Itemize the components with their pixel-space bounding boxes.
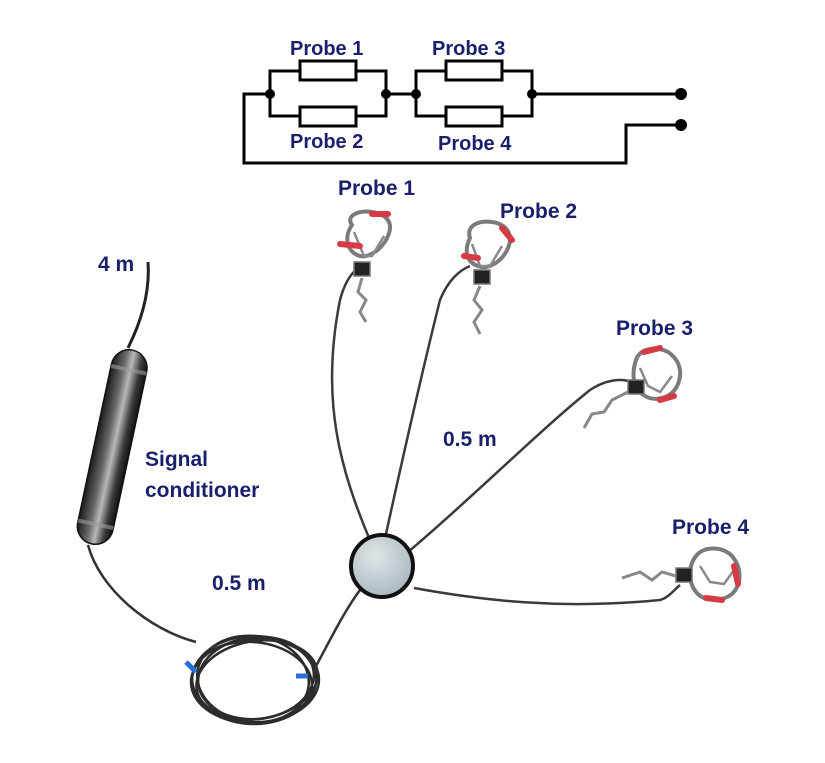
label-probe-4: Probe 4 (672, 516, 749, 539)
label-cable-branch-length: 0.5 m (443, 428, 497, 451)
label-cable-coil-length: 0.5 m (212, 572, 266, 595)
schematic-pair-left-top (268, 69, 388, 94)
branch-cable-probe-2 (382, 264, 471, 544)
signal-conditioner (76, 349, 148, 546)
label-probe-3: Probe 3 (616, 317, 693, 340)
probe-4-sensor (621, 546, 742, 603)
coil-tie (184, 660, 198, 674)
schematic-label-probe-2: Probe 2 (290, 131, 363, 153)
node-dot (381, 89, 391, 99)
label-conditioner-line2: conditioner (145, 479, 259, 502)
cable-coil (189, 634, 321, 726)
resistor-probe-3 (444, 59, 504, 82)
branch-cable-probe-3 (407, 378, 633, 553)
cable-coil-to-hub (312, 589, 362, 671)
schematic-label-probe-3: Probe 3 (432, 38, 505, 60)
node-dot (265, 89, 275, 99)
coil-markers (184, 660, 308, 679)
schematic-pair-right-bottom (414, 94, 534, 118)
resistor-probe-4 (444, 105, 504, 128)
terminal-dot (675, 119, 687, 131)
probe-2-sensor (461, 219, 515, 335)
terminal-dot (675, 88, 687, 100)
branch-cable-probe-4 (413, 584, 681, 606)
label-cable-main-length: 4 m (98, 253, 134, 276)
schematic-pair-right-top (414, 69, 534, 94)
cable-hub (349, 533, 415, 599)
schematic (242, 59, 680, 165)
resistor-probe-2 (298, 105, 358, 128)
cable-conditioner-to-coil (86, 544, 197, 644)
schematic-nodes (265, 88, 687, 131)
branch-cables (330, 264, 681, 606)
node-dot (411, 89, 421, 99)
label-probe-1: Probe 1 (338, 177, 415, 200)
probe-3-sensor (582, 345, 683, 429)
node-dot (527, 89, 537, 99)
label-conditioner-line1: Signal (145, 448, 208, 471)
branch-cable-probe-1 (330, 269, 374, 546)
schematic-pair-left-bottom (268, 94, 388, 118)
main-cable (126, 261, 150, 349)
schematic-label-probe-1: Probe 1 (290, 38, 363, 60)
probe-1-sensor (337, 209, 392, 323)
resistor-probe-1 (298, 59, 358, 82)
schematic-label-probe-4: Probe 4 (438, 133, 512, 155)
schematic-wire-left (242, 92, 680, 165)
label-probe-2: Probe 2 (500, 200, 577, 223)
